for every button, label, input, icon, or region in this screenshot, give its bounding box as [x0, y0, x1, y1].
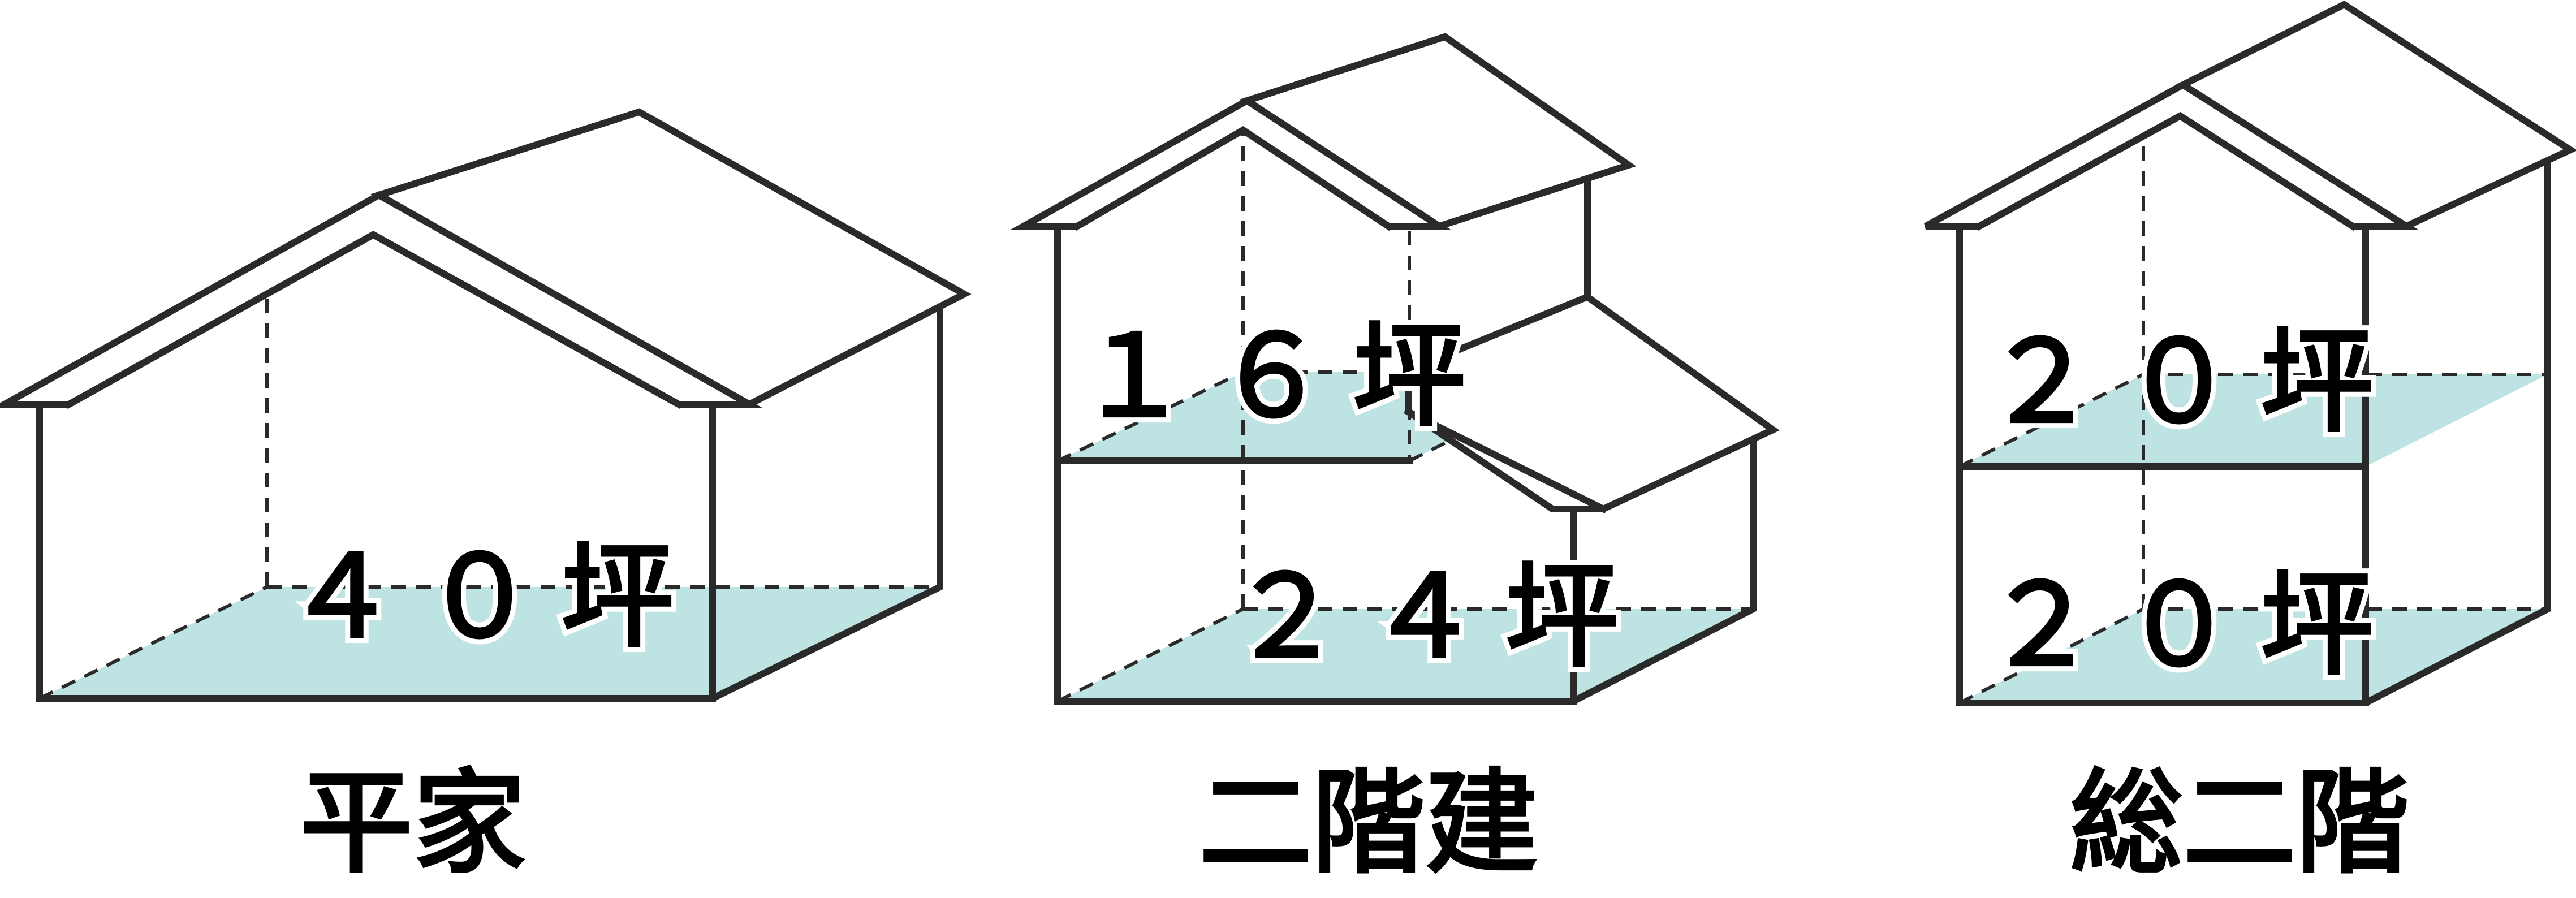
hidden-edge: [1958, 373, 2144, 468]
floor-area-label-ground: ２４坪: [1229, 551, 1643, 683]
house-single-story: ４０坪 平家: [0, 108, 972, 890]
house-full-two-story: ２０坪 ２０坪 総二階: [1924, 1, 2576, 890]
house-caption-full-two-story: 総二階: [2070, 758, 2409, 890]
floor-fill-upper: [1960, 374, 2548, 467]
floor-fill-ground: [1960, 609, 2548, 703]
house-two-story-partial: １６坪 ２４坪 二階建: [1011, 33, 1780, 890]
gable-front: [1974, 112, 2358, 231]
base-edge: [36, 301, 943, 702]
upper-roof-side: [1239, 33, 1637, 230]
floor-area-label-upper: ２０坪: [1984, 317, 2398, 448]
hidden-edge: [1958, 607, 2144, 705]
lower-roof-edge: [1403, 407, 1608, 514]
house-caption-two-story-partial: 二階建: [1199, 758, 1538, 890]
gable-front: [64, 231, 684, 409]
floor-fill-ground: [1058, 609, 1753, 701]
floor-area-label-upper: １６坪: [1077, 311, 1491, 443]
gable-front: [1072, 126, 1393, 231]
house-caption-single-story: 平家: [300, 758, 526, 890]
floor-area-label-ground: ２０坪: [1984, 560, 2398, 692]
floor-area-label: ４０坪: [285, 532, 699, 663]
hidden-edge: [1056, 370, 1244, 463]
hidden-edge: [1056, 607, 1244, 703]
roof-side: [2176, 1, 2576, 230]
hidden-edge: [38, 585, 268, 700]
base-edge: [1956, 148, 2551, 706]
hidden-edge: [1408, 370, 1589, 463]
base-edge: [1054, 432, 1757, 705]
